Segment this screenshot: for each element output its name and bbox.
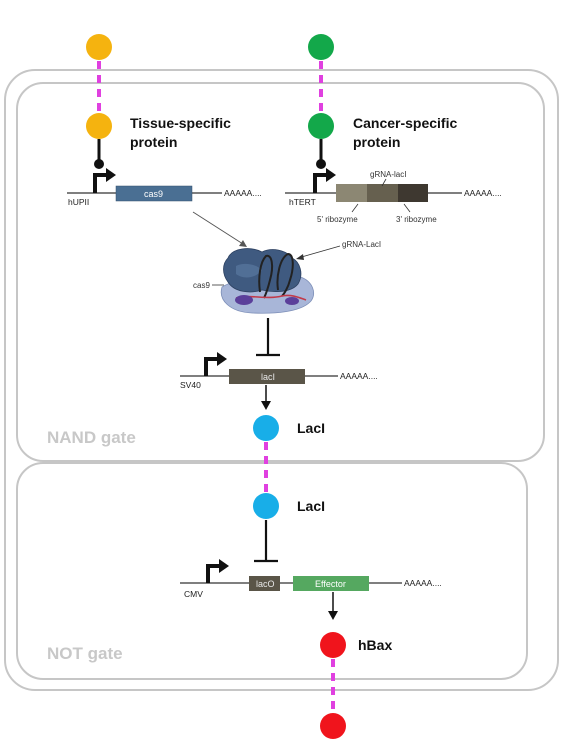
hbax-label: hBax xyxy=(358,637,392,653)
grna-complex-pointer-head xyxy=(296,254,304,260)
ribozyme-3-label: 3' ribozyme xyxy=(396,215,437,224)
tissue-activation-dot xyxy=(94,159,104,169)
grna-complex-pointer xyxy=(297,245,341,259)
grna-hairpin-1 xyxy=(258,254,274,299)
cancer-activation-dot xyxy=(316,159,326,169)
ribozyme-3-pointer xyxy=(403,203,411,213)
effector-expression-head xyxy=(328,611,338,620)
nand-gate-label: NAND gate xyxy=(47,428,136,447)
cas9-hnh-domain xyxy=(285,297,299,305)
laco-label: lacO xyxy=(256,579,275,589)
not-gate-label: NOT gate xyxy=(47,644,123,663)
cancer-protein-label: Cancer-specific xyxy=(353,115,457,131)
laci-bottom-label: LacI xyxy=(297,498,325,514)
cmv-construct: lacO Effector CMV AAAAA.... xyxy=(180,559,442,599)
htert-construct: gRNA-lacI hTERT 5' ribozyme 3' ribozyme … xyxy=(285,168,502,224)
grna-laci-segment xyxy=(367,184,398,202)
laci-gene xyxy=(229,369,305,384)
sv40-promoter-arrow xyxy=(204,357,219,376)
htert-promoter-label: hTERT xyxy=(289,197,316,207)
hupii-promoter-arrow xyxy=(93,173,108,193)
nand-gate-box xyxy=(16,82,545,462)
laci-gene-label: lacI xyxy=(261,372,275,382)
sv40-polya: AAAAA.... xyxy=(340,371,378,381)
laci-protein-top xyxy=(253,415,279,441)
grna-laci-label: gRNA-lacI xyxy=(370,170,406,179)
ribozyme-3 xyxy=(398,184,428,202)
cancer-protein-inside xyxy=(308,113,334,139)
tissue-protein-inside xyxy=(86,113,112,139)
cas9-grna-complex: cas9 gRNA-LacI xyxy=(193,240,381,314)
cas9-expression-arrowhead xyxy=(239,240,247,247)
cas9-expression-arrow xyxy=(192,211,244,245)
hupii-construct: cas9 hUPII AAAAA.... xyxy=(67,168,262,207)
laci-expression-head xyxy=(261,401,271,410)
cmv-arrow-head xyxy=(219,559,229,573)
htert-arrow-head xyxy=(326,168,336,182)
cas9-gene xyxy=(115,185,193,202)
grna-hairpin-2 xyxy=(276,252,294,297)
cas9-lobe-shading xyxy=(236,263,262,278)
ribozyme-5-pointer xyxy=(351,203,359,213)
laci-top-label: LacI xyxy=(297,420,325,436)
hbax-protein-inside xyxy=(320,632,346,658)
ribozyme-5-label: 5' ribozyme xyxy=(317,215,358,224)
cancer-protein-outside xyxy=(308,34,334,60)
effector-label: Effector xyxy=(315,579,346,589)
not-gate-box xyxy=(16,462,528,680)
cas9-upper-lobe xyxy=(223,248,302,293)
cas9-gene-label: cas9 xyxy=(144,189,163,199)
ribozyme-5 xyxy=(336,184,367,202)
grna-pointer xyxy=(381,178,387,187)
cell-boundary xyxy=(4,69,559,691)
grna-laci-complex-label: gRNA-LacI xyxy=(342,240,381,249)
cas9-protein-label: cas9 xyxy=(193,281,210,290)
htert-promoter-arrow xyxy=(313,173,328,193)
cas9-nuclease-domain xyxy=(235,295,253,305)
effector-gene xyxy=(293,576,369,591)
cancer-protein-label-2: protein xyxy=(353,134,400,150)
hupii-polya: AAAAA.... xyxy=(224,188,262,198)
tissue-protein-outside xyxy=(86,34,112,60)
hbax-protein-outside xyxy=(320,713,346,739)
cmv-promoter-label: CMV xyxy=(184,589,203,599)
htert-polya: AAAAA.... xyxy=(464,188,502,198)
sv40-promoter-label: SV40 xyxy=(180,380,201,390)
tissue-protein-label-2: protein xyxy=(130,134,177,150)
tissue-protein-label: Tissue-specific xyxy=(130,115,231,131)
hupii-arrow-head xyxy=(106,168,116,182)
laco-operator xyxy=(249,576,280,591)
laci-protein-bottom xyxy=(253,493,279,519)
cmv-polya: AAAAA.... xyxy=(404,578,442,588)
sv40-construct: lacI SV40 AAAAA.... xyxy=(180,352,378,390)
cmv-promoter-arrow xyxy=(206,564,221,583)
sv40-arrow-head xyxy=(217,352,227,366)
hupii-promoter-label: hUPII xyxy=(68,197,89,207)
